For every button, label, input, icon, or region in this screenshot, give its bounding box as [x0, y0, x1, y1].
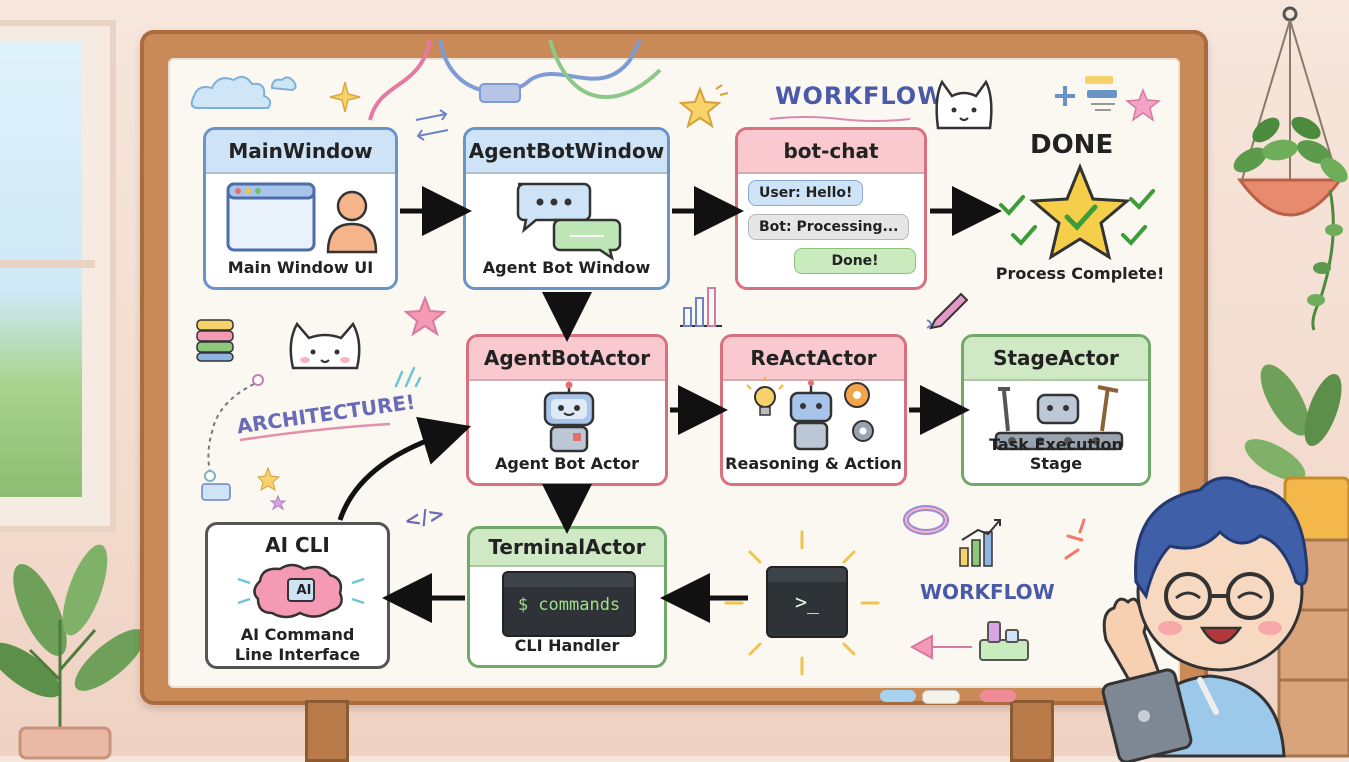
terminal-actor-title: TerminalActor — [470, 529, 664, 567]
pink-arrow-left-icon — [909, 634, 972, 660]
architecture-underline — [239, 422, 391, 442]
workflow-bottom-label: WORKFLOW — [920, 580, 1055, 604]
marker-tray — [880, 690, 1030, 704]
board-leg-left — [305, 700, 349, 762]
excitement-lines-icon — [1064, 518, 1086, 560]
prompt-terminal-icon: >_ — [766, 566, 848, 638]
chat-bubbles-icon — [516, 182, 622, 261]
ring-doodle-icon — [903, 505, 949, 535]
marker-blue[interactable] — [880, 690, 916, 702]
board-leg-right — [1010, 700, 1054, 762]
pink-star-icon — [403, 295, 447, 337]
brain-icon — [237, 563, 365, 619]
agent-bot-actor-caption: Agent Bot Actor — [494, 454, 640, 473]
eraser[interactable] — [922, 690, 960, 704]
done-star-checks-icon — [999, 163, 1155, 261]
bar-chart-doodle-icon — [680, 287, 722, 327]
react-actor-node[interactable]: ReActActor Reasoning & Action — [720, 334, 907, 486]
sparkle-star-icon — [329, 81, 361, 113]
prompt-text: >_ — [794, 590, 820, 614]
cables-decoration — [368, 39, 662, 121]
plant-left-illustration — [0, 544, 146, 760]
brain-ai-label: AI — [296, 583, 312, 598]
prompt-terminal-rays — [724, 530, 880, 676]
agent-bot-window-node[interactable]: AgentBotWindow Agent Bot Window — [463, 127, 670, 290]
lightbulb-robot-gears-icon — [746, 377, 874, 451]
terminal-actor-caption: CLI Handler — [514, 636, 620, 655]
bot-chat-title: bot-chat — [738, 130, 924, 174]
chat-message-done: Done! — [794, 248, 916, 274]
dotted-path-doodle — [201, 374, 264, 501]
done-title: DONE — [1030, 130, 1114, 160]
agent-bot-actor-node[interactable]: AgentBotActor Agent Bot Actor — [466, 334, 668, 486]
assembly-line-robot-icon — [994, 385, 1124, 451]
user-avatar-icon — [326, 190, 378, 254]
right-plant-cabinet-illustration — [1244, 364, 1349, 758]
agent-bot-window-title: AgentBotWindow — [466, 130, 667, 174]
pencil-icon — [926, 292, 969, 330]
cat-face-doodle-icon — [289, 321, 361, 370]
react-actor-caption: Reasoning & Action — [725, 454, 902, 473]
ai-cli-title: AI CLI — [265, 533, 330, 557]
robot-icon — [543, 381, 595, 453]
star-doodle-icon — [678, 84, 729, 129]
hanging-plant-illustration — [1233, 6, 1348, 331]
workflow-underline — [769, 116, 911, 122]
stage-actor-node[interactable]: StageActor Task Execution Stage — [961, 334, 1151, 486]
agent-bot-window-caption: Agent Bot Window — [482, 258, 651, 277]
window-pane — [0, 42, 82, 497]
chat-message-bot: Bot: Processing... — [748, 214, 910, 240]
workflow-heading: WORKFLOW — [775, 82, 945, 110]
ai-cli-caption-line2: Line Interface — [234, 645, 361, 664]
app-window-icon — [226, 182, 316, 252]
stage-actor-title: StageActor — [964, 337, 1148, 381]
main-window-caption: Main Window UI — [227, 258, 374, 277]
database-stack-icon — [196, 319, 234, 362]
growth-chart-icon — [959, 519, 1001, 567]
math-symbols-icon — [1055, 76, 1161, 122]
blocks-doodle-icon — [979, 621, 1029, 661]
main-window-title: MainWindow — [206, 130, 395, 174]
ai-cli-caption-line1: AI Command — [240, 625, 355, 644]
react-actor-title: ReActActor — [723, 337, 904, 381]
agent-bot-actor-title: AgentBotActor — [469, 337, 665, 381]
terminal-command-text: $ commands — [517, 595, 621, 615]
main-window-node[interactable]: MainWindow Main Window UI — [203, 127, 398, 290]
ai-cli-node[interactable]: AI CLI AI AI Command Line Interface — [205, 522, 390, 669]
marker-pink[interactable] — [980, 690, 1016, 702]
done-caption: Process Complete! — [995, 264, 1165, 283]
swap-arrows-icon — [415, 109, 449, 141]
bot-chat-node[interactable]: bot-chat User: Hello! Bot: Processing...… — [735, 127, 927, 290]
terminal-window-icon: $ commands — [502, 571, 636, 637]
window-mullion — [0, 260, 95, 268]
chat-message-user: User: Hello! — [748, 180, 864, 206]
stage-actor-caption: Task Execution Stage — [989, 435, 1123, 473]
cloud-icon — [190, 75, 297, 109]
sparkle-lines-icon — [394, 366, 422, 388]
cat-doodle-icon — [935, 79, 993, 130]
developer-character-illustration — [1101, 476, 1309, 762]
small-stars-icon — [256, 466, 287, 511]
